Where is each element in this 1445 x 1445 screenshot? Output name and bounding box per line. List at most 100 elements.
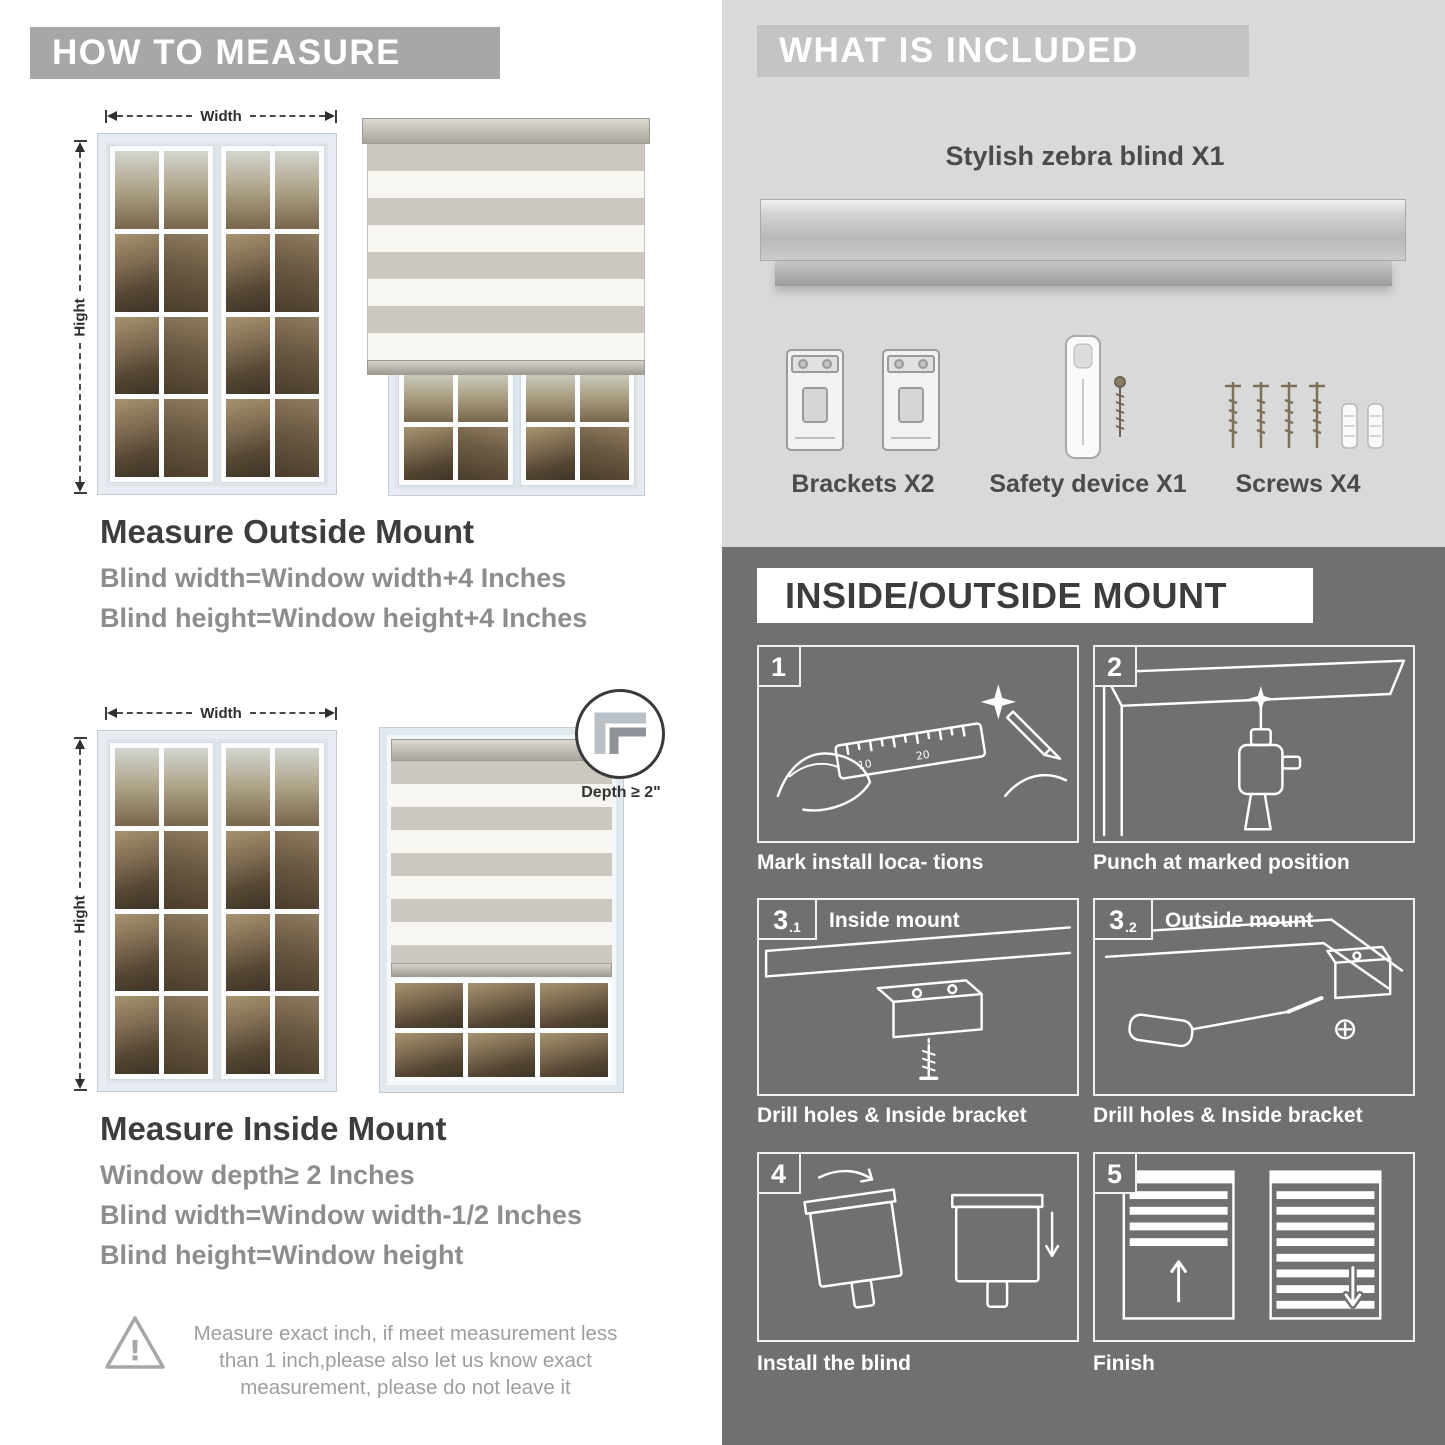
arrow-line <box>117 115 193 117</box>
window-sash <box>220 742 325 1080</box>
window-pane <box>115 151 159 229</box>
window-pane <box>395 1032 463 1077</box>
window-pane <box>115 316 159 395</box>
arrow-tick <box>335 109 338 123</box>
window-pane <box>164 913 208 992</box>
window-pane <box>275 151 319 229</box>
bracket-icon <box>786 349 940 451</box>
step-caption-5: Finish <box>1093 1352 1155 1375</box>
window-sash <box>519 362 635 486</box>
window-sash <box>220 145 325 483</box>
inside-depth-rule: Window depth≥ 2 Inches <box>100 1160 415 1190</box>
drill-illustration <box>1102 659 1406 837</box>
window-sash <box>398 362 514 486</box>
corner-detail-icon <box>594 712 646 754</box>
window-pane <box>275 233 319 312</box>
inside-height-formula: Blind height=Window height <box>100 1240 464 1270</box>
window-pane <box>164 399 208 477</box>
window-sash <box>109 145 214 483</box>
step-caption-4: Install the blind <box>757 1352 912 1375</box>
step-caption-3-1: Drill holes & Inside bracket <box>757 1104 1027 1127</box>
window-pane <box>579 368 629 422</box>
brackets-label: Brackets X2 <box>791 470 935 498</box>
outside-bracket-illustration <box>1104 918 1404 1048</box>
warning-line: Measure exact inch, if meet measurement … <box>193 1322 618 1345</box>
depth-callout-label: Depth ≥ 2" <box>581 784 661 801</box>
arrow-tick <box>73 140 87 142</box>
window-pane <box>467 983 536 1028</box>
install-blind-illustration <box>803 1168 1060 1309</box>
window-pane <box>164 748 208 826</box>
product-label: Stylish zebra blind X1 <box>945 141 1225 171</box>
window-pane <box>404 426 454 480</box>
step-panel-2: 2 <box>1093 645 1415 843</box>
arrow-up-icon <box>75 142 85 152</box>
window-pane <box>395 983 463 1028</box>
window-pane <box>164 830 208 909</box>
arrow-line <box>249 115 326 117</box>
window-pane <box>467 1032 536 1077</box>
window-pane <box>115 913 159 992</box>
warning-line: than 1 inch,please also let us know exac… <box>219 1349 592 1372</box>
width-measure-label: Width <box>200 107 242 125</box>
inside-mount-blind-illustration <box>379 727 624 1093</box>
arrow-tick <box>105 706 107 720</box>
arrow-down-icon <box>75 482 85 492</box>
zebra-blind-stripes <box>391 761 612 963</box>
arrow-tick <box>105 109 107 123</box>
window-sash <box>109 742 214 1080</box>
window-pane <box>404 368 454 422</box>
blind-headrail-illustration <box>760 199 1406 261</box>
window-pane <box>115 830 159 909</box>
window-pane <box>226 316 270 395</box>
window-pane <box>275 748 319 826</box>
arrow-tick <box>73 492 87 494</box>
window-pane <box>275 996 319 1074</box>
window-pane <box>275 399 319 477</box>
height-measure-label: Hight <box>71 894 89 934</box>
step-panel-4: 4 <box>757 1152 1079 1342</box>
arrow-up-icon <box>75 739 85 749</box>
mark-location-illustration: 10 20 <box>776 684 1068 812</box>
svg-text:10: 10 <box>857 757 873 772</box>
inside-bracket-illustration <box>764 926 1072 1081</box>
window-pane <box>458 426 508 480</box>
window-pane <box>115 748 159 826</box>
arrow-line <box>79 152 81 291</box>
arrow-right-icon <box>325 111 336 121</box>
step-number: 1 <box>759 647 801 687</box>
window-lower-panes <box>391 979 612 1081</box>
step-title: Outside mount <box>1165 909 1314 932</box>
height-measure-label: Hight <box>71 297 89 337</box>
svg-text:20: 20 <box>915 748 931 763</box>
height-measure-arrow: Hight <box>72 140 89 494</box>
window-pane <box>275 830 319 909</box>
outside-height-formula: Blind height=Window height+4 Inches <box>100 603 588 633</box>
arrow-line <box>117 712 193 714</box>
arrow-tick <box>335 706 338 720</box>
zebra-blind-stripes <box>367 144 645 360</box>
window-pane <box>226 151 270 229</box>
step-caption-2: Punch at marked position <box>1093 851 1350 874</box>
finish-illustration <box>1122 1170 1382 1320</box>
arrow-line <box>79 749 81 888</box>
window-pane <box>525 426 575 480</box>
screws-icon <box>1225 382 1384 449</box>
arrow-right-icon <box>325 708 336 718</box>
window-pane <box>164 996 208 1074</box>
blind-bottom-rail <box>391 963 612 977</box>
window-pane <box>226 399 270 477</box>
inside-mount-heading: Measure Inside Mount <box>100 1110 447 1147</box>
step-title: Inside mount <box>829 909 960 932</box>
width-measure-label: Width <box>200 704 242 722</box>
warning-line: measurement, please do not leave it <box>240 1376 571 1399</box>
window-pane <box>226 748 270 826</box>
blind-bottom-rail <box>367 360 645 375</box>
window-pane <box>275 913 319 992</box>
window-pane <box>458 368 508 422</box>
step-caption-1: Mark install loca- tions <box>757 851 984 874</box>
step-panel-1: 1 10 20 <box>757 645 1079 843</box>
window-pane <box>226 996 270 1074</box>
window-pane <box>164 151 208 229</box>
